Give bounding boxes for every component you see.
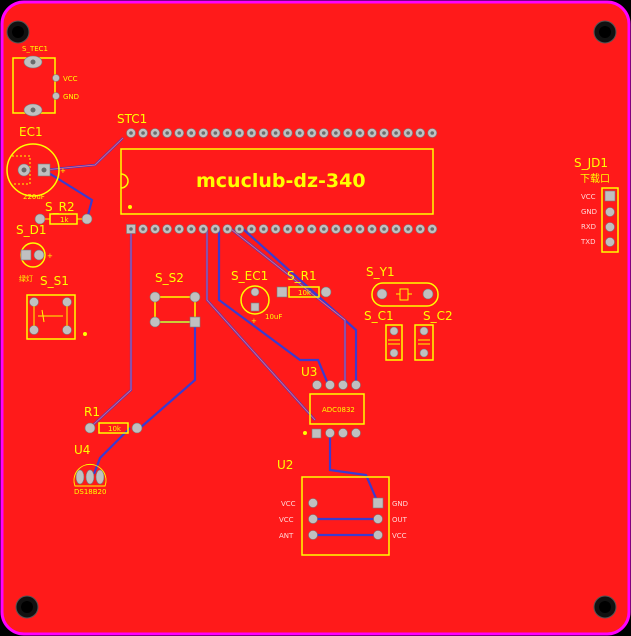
s-tec1-pin-gnd: GND: [63, 93, 79, 101]
u2-left-pin-2: VCC: [279, 516, 294, 524]
ec1-ref: EC1: [19, 125, 43, 139]
board-title-silk: mcuclub-dz-340: [196, 170, 366, 192]
u3-adc: U3 ADC0832: [301, 365, 365, 439]
s-s1-switch: S_S1: [26, 274, 87, 340]
s-y1-crystal: S_Y1: [366, 265, 439, 307]
s-jd1-caption: 下载口: [580, 173, 610, 185]
u2-right-pin-2: OUT: [392, 516, 408, 524]
s-jd1-pin-txd: TXD: [580, 238, 595, 246]
stc1-top-pins: [126, 128, 438, 138]
r1-ref: R1: [84, 405, 100, 419]
s-r2-ref: S_R2: [45, 200, 75, 214]
u2-right-pin-1: GND: [392, 500, 408, 508]
u4-temp-sensor: U4 DS18B20: [73, 443, 107, 496]
stc1-ref: STC1: [117, 112, 147, 126]
s-r1-value: 10k: [298, 289, 312, 297]
svg-text:+: +: [47, 252, 53, 260]
s-tec1-ref: S_TEC1: [22, 45, 48, 53]
u2-module: U2 VCC VCC ANT GND OUT VCC: [277, 458, 408, 556]
stc1-mcu: STC1 mcuclub-dz-340: [117, 112, 438, 234]
s-jd1-pin-rxd: RXD: [581, 223, 596, 231]
ec1-capacitor: EC1 + 220uF: [6, 125, 66, 201]
s-jd1-ref: S_JD1: [574, 156, 608, 170]
u2-left-pin-3: ANT: [279, 532, 294, 540]
s-r1-resistor: S_R1 10k: [276, 269, 332, 298]
s-jd1-pin-vcc: VCC: [581, 193, 596, 201]
s-s2-switch: S_S2: [149, 271, 201, 328]
s-r2-resistor: S_R2 1k: [34, 200, 93, 225]
u4-ref: U4: [74, 443, 90, 457]
mounting-holes: [6, 20, 617, 619]
u2-left-pin-1: VCC: [281, 500, 296, 508]
s-tec1-pin-vcc: VCC: [63, 75, 78, 83]
stc1-bottom-pins: [126, 224, 438, 234]
s-tec1-connector: S_TEC1 VCC GND: [12, 45, 79, 117]
s-r2-value: 1k: [60, 216, 69, 224]
ec1-plus: +: [60, 167, 66, 175]
s-c1-capacitor: S_C1: [364, 309, 403, 361]
s-ec1-capacitor: S_EC1 + 10uF: [231, 269, 282, 325]
s-ec1-ref: S_EC1: [231, 269, 268, 283]
s-s2-ref: S_S2: [155, 271, 184, 285]
ec1-value: 220uF: [23, 193, 45, 201]
s-y1-ref: S_Y1: [366, 265, 395, 279]
s-c2-capacitor: S_C2: [414, 309, 453, 361]
u3-ref: U3: [301, 365, 317, 379]
s-r1-ref: S_R1: [287, 269, 317, 283]
s-c2-ref: S_C2: [423, 309, 453, 323]
s-jd1-download-port: S_JD1 下载口 VCC GND RXD TXD: [574, 156, 619, 253]
s-d1-led: S_D1 + 绿灯: [16, 223, 53, 283]
s-s1-ref: S_S1: [40, 274, 69, 288]
s-c1-ref: S_C1: [364, 309, 394, 323]
u2-right-pin-3: VCC: [392, 532, 407, 540]
s-d1-caption: 绿灯: [19, 274, 33, 283]
s-ec1-value: 10uF: [265, 313, 282, 321]
traces: [43, 137, 380, 537]
r1-resistor: R1 10k: [84, 405, 143, 434]
u2-ref: U2: [277, 458, 293, 472]
s-ec1-plus: +: [251, 317, 257, 325]
s-jd1-pin-gnd: GND: [581, 208, 597, 216]
r1-value: 10k: [108, 425, 122, 433]
s-d1-ref: S_D1: [16, 223, 47, 237]
u4-body: DS18B20: [74, 488, 106, 496]
u3-body: ADC0832: [322, 406, 355, 414]
